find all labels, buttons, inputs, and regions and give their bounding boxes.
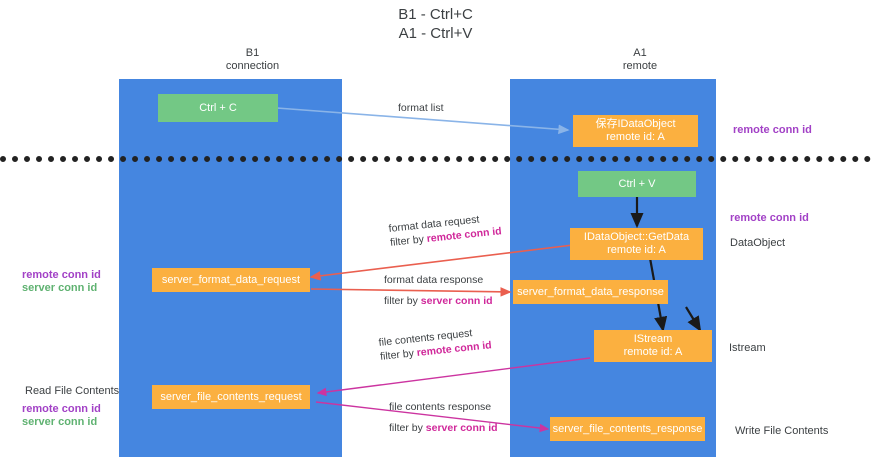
title-line-1: B1 - Ctrl+C [398,6,473,23]
column-header-a1: A1 remote [545,47,735,73]
node-ctrl-v[interactable]: Ctrl + V [578,171,696,197]
node-server-format-data-request[interactable]: server_format_data_request [152,268,310,292]
node-server-file-contents-response-label: server_file_contents_response [552,422,703,435]
node-server-format-data-response[interactable]: server_format_data_response [513,280,668,304]
label-remote-conn-id-mid: remote conn id [730,212,809,224]
node-server-format-data-request-label: server_format_data_request [161,273,301,286]
diagram-title: B1 - Ctrl+C A1 - Ctrl+V [0,5,871,43]
node-ctrl-c[interactable]: Ctrl + C [158,94,278,122]
caption-format-data-response-line2: filter by server conn id [384,294,493,308]
node-server-file-contents-response[interactable]: server_file_contents_response [550,417,705,441]
node-server-file-contents-request-label: server_file_contents_request [160,390,302,403]
node-server-format-data-response-label: server_format_data_response [517,285,664,298]
label-read-file-contents: Read File Contents [25,385,120,397]
column-header-b1-role: connection [225,60,280,72]
label-istream: Istream [729,342,766,354]
column-header-b1: B1 connection [160,47,345,73]
node-save-idataobject-line1: 保存IDataObject [595,118,676,130]
caption-format-data-request-prefix: filter by [389,233,428,249]
caption-file-contents-response: file contents response filter by server … [389,400,498,435]
caption-file-contents-response-line2: filter by server conn id [389,421,498,435]
node-server-file-contents-request[interactable]: server_file_contents_request [152,385,310,409]
caption-format-data-response-line1: format data response [384,274,484,286]
caption-file-contents-request: file contents request filter by remote c… [378,324,492,364]
caption-file-contents-response-line1: file contents response [389,401,492,413]
label-write-file-contents: Write File Contents [735,425,829,437]
node-idataobject-getdata-line2: remote id: A [607,244,666,256]
column-header-a1-name: A1 [633,47,647,59]
node-istream-line1: IStream [633,333,673,345]
title-line-2: A1 - Ctrl+V [398,25,473,42]
label-left-remote-conn-id-bottom: remote conn id [22,403,101,415]
caption-file-contents-response-key: server conn id [425,422,498,434]
caption-format-list: format list [398,102,444,114]
node-ctrl-c-label: Ctrl + C [199,101,237,114]
node-istream[interactable]: IStream remote id: A [594,330,712,362]
node-save-idataobject-line2: remote id: A [606,131,665,143]
node-save-idataobject[interactable]: 保存IDataObject remote id: A [573,115,698,147]
caption-file-contents-response-prefix: filter by [389,422,426,434]
column-header-a1-role: remote [622,60,658,72]
node-ctrl-v-label: Ctrl + V [618,177,656,190]
label-left-remote-conn-id-mid: remote conn id [22,269,101,281]
caption-format-data-response-key: server conn id [420,295,493,307]
label-left-server-conn-id-bottom: server conn id [22,416,98,428]
caption-format-data-request: format data request filter by remote con… [388,210,502,250]
caption-file-contents-request-prefix: filter by [379,347,418,363]
label-dataobject: DataObject [730,237,786,249]
phase-divider [0,156,871,162]
node-idataobject-getdata[interactable]: IDataObject::GetData remote id: A [570,228,703,260]
caption-format-data-response-prefix: filter by [384,295,421,307]
caption-format-data-response: format data response filter by server co… [384,273,493,308]
node-istream-line2: remote id: A [623,346,683,358]
label-left-server-conn-id-mid: server conn id [22,282,98,294]
node-idataobject-getdata-line1: IDataObject::GetData [583,231,690,243]
label-remote-conn-id-top: remote conn id [733,124,812,136]
column-header-b1-name: B1 [245,47,260,59]
